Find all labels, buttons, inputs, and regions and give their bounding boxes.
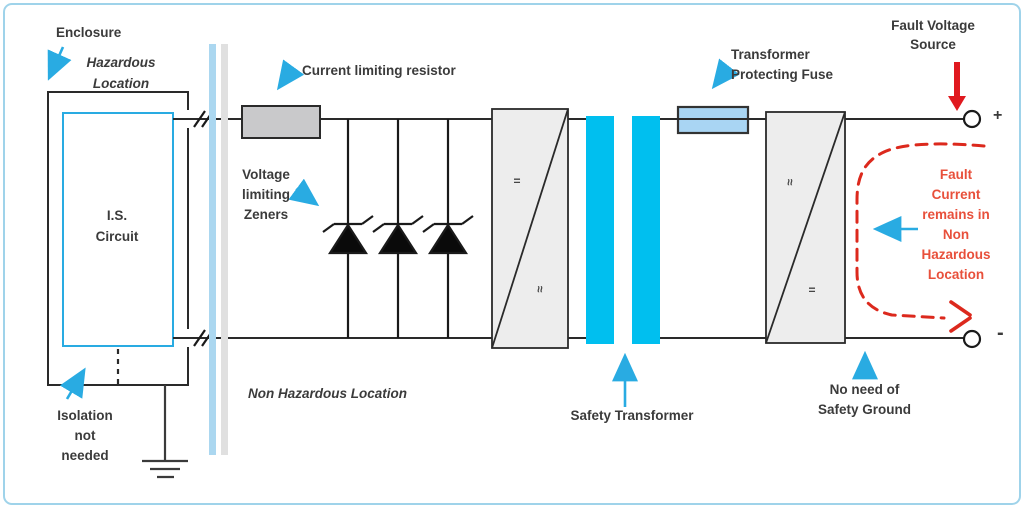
dc-ac-converter-box — [491, 108, 569, 349]
ground-symbol-icon — [142, 385, 188, 479]
converter2-ac-symbol: ≈ — [783, 178, 797, 186]
converter1-ac-symbol: ≈ — [533, 285, 547, 293]
fuse-pointer-arrow-icon — [711, 58, 740, 90]
plus-terminal-circle — [962, 109, 982, 129]
enclosure-box — [47, 91, 189, 386]
zeners-pointer-arrow-icon — [288, 178, 320, 207]
enclosure-pointer-arrow-icon — [47, 46, 72, 81]
minus-terminal-circle — [962, 329, 982, 349]
wall-gray-stripe — [221, 44, 228, 455]
resistor-pointer-arrow-icon — [276, 59, 305, 91]
fault-current-dashed-path — [855, 142, 986, 320]
no-safety-ground-label: No need of Safety Ground — [817, 382, 911, 417]
safety-transformer-label: Safety Transformer — [570, 408, 694, 423]
plus-terminal-label: + — [993, 107, 1003, 124]
current-limiting-resistor-label: Current limiting resistor — [302, 63, 456, 78]
zener-diodes — [322, 119, 474, 338]
diagram-border — [3, 3, 1021, 505]
resistor-box — [241, 105, 321, 139]
is-circuit-box — [62, 112, 174, 347]
ac-dc-converter-box — [765, 111, 846, 344]
fault-voltage-arrow-icon — [948, 62, 966, 111]
converter1-dc-symbol: = — [513, 174, 521, 188]
fault-current-arrowhead-icon — [949, 300, 972, 333]
converter2-dc-symbol: = — [808, 283, 816, 297]
isolation-note-label: Isolation not needed — [57, 408, 113, 463]
wall-blue-stripe — [209, 44, 216, 455]
voltage-limiting-zeners-label: Voltage limiting Zeners — [242, 167, 290, 222]
minus-terminal-label: - — [997, 322, 1004, 344]
fault-voltage-source-label: Fault Voltage Source — [891, 18, 975, 52]
fault-current-note-label: Fault Current remains in Non Hazardous L… — [921, 167, 991, 282]
enclosure-label: Enclosure — [56, 25, 122, 40]
transformer-protecting-fuse-label: Transformer Protecting Fuse — [731, 47, 834, 82]
transformer-primary-bar — [586, 116, 614, 344]
is-circuit-label: I.S. Circuit — [95, 208, 139, 244]
non-hazardous-location-label: Non Hazardous Location — [248, 386, 408, 401]
isolation-pointer-arrow-icon — [59, 367, 86, 400]
transformer-secondary-bar — [632, 116, 660, 344]
hazardous-location-label: Hazardous Location — [86, 55, 156, 91]
